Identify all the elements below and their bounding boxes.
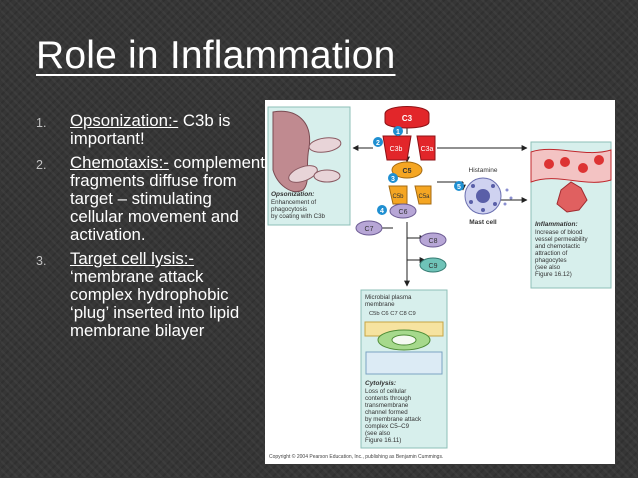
c5-shape bbox=[391, 161, 423, 179]
step-number: 4 bbox=[380, 208, 384, 215]
c3b-shape bbox=[382, 135, 412, 161]
cytolysis-text: Figure 16.11) bbox=[365, 437, 401, 444]
c6-shape bbox=[389, 203, 417, 219]
blood-vessel-shape bbox=[530, 148, 612, 183]
slide-title: Role in Inflammation bbox=[36, 34, 396, 77]
opsonization-text: Enhancement of bbox=[271, 199, 316, 206]
inflammation-text: Figure 16.12) bbox=[535, 271, 572, 278]
c3b-label: C3b bbox=[390, 146, 403, 153]
bacterium-shape bbox=[288, 165, 318, 183]
membrane-label: membrane bbox=[365, 301, 395, 308]
inflammation-text: phagocytes bbox=[535, 257, 567, 264]
diagram-svg: Opsonization: Enhancement of phagocytosi… bbox=[267, 106, 612, 460]
cytolysis-text: channel formed bbox=[365, 409, 408, 416]
term-target-cell-lysis: Target cell lysis:- bbox=[70, 249, 195, 268]
c8-label: C8 bbox=[429, 238, 438, 245]
step-number: 5 bbox=[457, 184, 461, 191]
c3a-shape bbox=[416, 135, 436, 161]
opsonization-text: phagocytosis bbox=[271, 206, 307, 213]
blood-cell-shape bbox=[544, 159, 554, 169]
cytolysis-text: Loss of cellular bbox=[365, 388, 406, 395]
opsonization-text: by coating with C3b bbox=[271, 213, 326, 220]
c3-group: C3 C3b C3a bbox=[382, 106, 436, 161]
list-item-chemotaxis: 2. Chemotaxis:- complement fragments diff… bbox=[36, 154, 266, 244]
bacterium-shape bbox=[313, 169, 341, 183]
blood-cell-shape bbox=[578, 163, 588, 173]
inflammation-text: (see also bbox=[535, 264, 561, 271]
term-opsonization: Opsonization:- bbox=[70, 111, 179, 130]
mast-cell-group: Histamine Mast cell bbox=[464, 167, 513, 226]
blood-cell-shape bbox=[560, 157, 570, 167]
histamine-label: Histamine bbox=[469, 167, 498, 174]
inflammation-text: and chemotactic bbox=[535, 243, 580, 250]
c6-label: C6 bbox=[399, 209, 408, 216]
cytolysis-panel: Microbial plasma membrane C5b C6 C7 C8 C… bbox=[360, 289, 448, 449]
c9-shape bbox=[419, 257, 447, 273]
step-number: 3 bbox=[391, 176, 395, 183]
phagocyte-shape bbox=[556, 181, 588, 213]
inflammation-text: vessel permeability bbox=[535, 236, 589, 243]
c5b-label: C5b bbox=[392, 194, 404, 200]
step-marker bbox=[373, 137, 383, 147]
step-marker bbox=[393, 126, 403, 136]
complement-diagram: Opsonization: Enhancement of phagocytosi… bbox=[265, 100, 615, 464]
step-number: 1 bbox=[396, 129, 400, 136]
copyright-text: Copyright © 2004 Pearson Education, Inc.… bbox=[269, 453, 443, 460]
list-number: 2. bbox=[36, 158, 47, 172]
c3-shape bbox=[384, 106, 430, 129]
mac-components-label: C5b C6 C7 C8 C9 bbox=[369, 311, 416, 317]
bullet-list: 1. Opsonization:- C3b is important! 2. Che… bbox=[36, 112, 266, 346]
transmembrane-channel bbox=[391, 334, 417, 346]
inflammation-text: attraction of bbox=[535, 250, 568, 257]
c7-label: C7 bbox=[365, 226, 374, 233]
membrane-label: Microbial plasma bbox=[365, 294, 412, 301]
opsonization-heading: Opsonization: bbox=[271, 191, 314, 198]
cytolysis-text: contents through bbox=[365, 395, 412, 402]
c3-label: C3 bbox=[402, 114, 413, 123]
step-markers: 1 2 3 4 5 bbox=[373, 126, 464, 215]
cell-interior bbox=[365, 351, 443, 375]
step-marker bbox=[454, 181, 464, 191]
blood-cell-shape bbox=[594, 155, 604, 165]
late-components: C6 C7 C8 C9 bbox=[355, 203, 447, 273]
bacterium-shape bbox=[308, 137, 342, 153]
term-chemotaxis: Chemotaxis:- bbox=[70, 153, 169, 172]
step-marker bbox=[377, 205, 387, 215]
inflammation-panel: Inflammation: Increase of blood vessel p… bbox=[530, 141, 612, 289]
step-marker bbox=[388, 173, 398, 183]
c5-label: C5 bbox=[403, 168, 412, 175]
mast-cell-nucleus bbox=[476, 189, 490, 203]
item-text: C3b is important! bbox=[70, 111, 231, 148]
cytolysis-text: (see also bbox=[365, 430, 391, 437]
mast-cell-label: Mast cell bbox=[469, 219, 497, 226]
c8-shape bbox=[419, 232, 447, 248]
c3a-label: C3a bbox=[421, 146, 434, 153]
c5a-label: C5a bbox=[418, 194, 430, 200]
c5-group: C5 C5b C5a bbox=[388, 161, 432, 205]
inflammation-text: Increase of blood bbox=[535, 229, 583, 236]
c7-shape bbox=[355, 220, 383, 236]
list-item-opsonization: 1. Opsonization:- C3b is important! bbox=[36, 112, 266, 148]
list-number: 1. bbox=[36, 116, 47, 130]
c5a-shape bbox=[414, 185, 432, 205]
opsonization-panel: Opsonization: Enhancement of phagocytosi… bbox=[267, 106, 351, 226]
cytolysis-text: transmembrane bbox=[365, 402, 409, 409]
c9-label: C9 bbox=[429, 263, 438, 270]
item-text: complement fragments diffuse from target… bbox=[70, 153, 265, 244]
cytolysis-text: by membrane attack bbox=[365, 416, 422, 423]
cytolysis-text: complex C5–C9 bbox=[365, 423, 410, 430]
item-text: ‘membrane attack complex hydrophobic ‘pl… bbox=[70, 267, 240, 340]
inflammation-heading: Inflammation: bbox=[535, 221, 578, 228]
list-number: 3. bbox=[36, 254, 47, 268]
cytolysis-heading: Cytolysis: bbox=[365, 380, 396, 387]
step-number: 2 bbox=[376, 140, 380, 147]
list-item-lysis: 3. Target cell lysis:- ‘membrane attack c… bbox=[36, 250, 266, 340]
